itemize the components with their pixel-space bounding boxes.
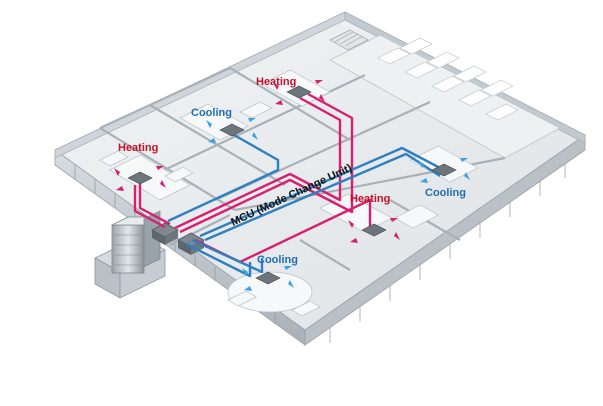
pipe-heating-top [174,96,342,230]
pipe-heating-top-return [179,92,354,234]
outdoor-unit [94,210,166,299]
open-office-area [329,29,561,159]
cooling-label-right: Cooling [425,187,466,199]
indoor-unit-heating-right [348,218,400,243]
indoor-unit-cooling-bottom [242,266,294,291]
indoor-unit-heating-top [273,80,325,105]
window-row-right [329,163,566,343]
pipe-heating-left [133,185,166,229]
heating-label-right: Heating [350,193,390,205]
heating-label-top: Heating [256,76,296,88]
pipe-cooling-bottom-return [191,238,264,274]
indoor-unit-heating-left [114,166,166,191]
mcu-unit-left [151,222,179,245]
cooling-pipes [167,133,445,278]
heating-label-left: Heating [118,142,158,154]
pipe-cooling-right-return [204,152,441,242]
indoor-unit-cooling-right [418,158,470,183]
pipe-heating-left-return [138,182,171,226]
pipe-cooling-top [167,133,280,223]
indoor-unit-cooling-top [206,118,258,143]
stairwell [329,29,369,51]
cooling-label-bottom: Cooling [257,254,298,266]
cooling-label-top: Cooling [191,107,232,119]
pipe-cooling-right [199,146,445,238]
